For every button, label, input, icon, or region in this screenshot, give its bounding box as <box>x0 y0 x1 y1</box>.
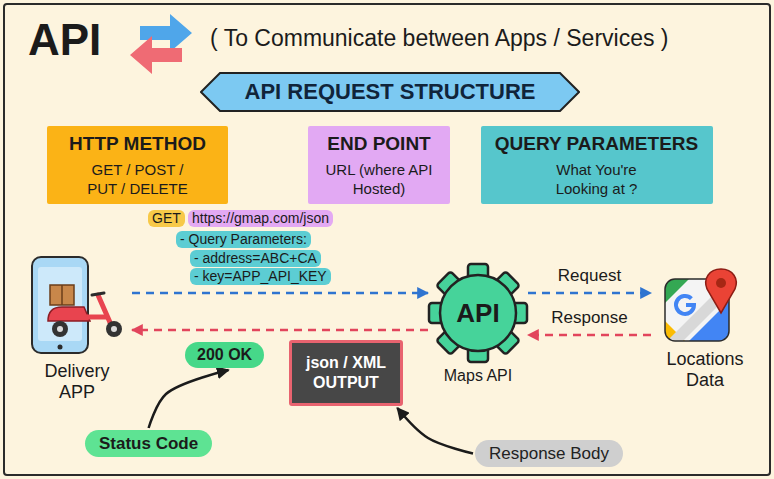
box-heading: HTTP METHOD <box>69 132 206 156</box>
callout-pill: Status Code <box>85 430 212 457</box>
section-banner: API REQUEST STRUCTURE <box>200 72 580 112</box>
callout-arrow <box>397 408 473 454</box>
client-app: Delivery APP <box>22 255 132 403</box>
query-param: - address=ABC+CA <box>190 250 321 267</box>
output-label: json / XML OUTPUT <box>300 353 392 393</box>
delivery-phone-icon <box>32 257 122 353</box>
dashed-flow-arrow <box>132 329 428 332</box>
box-body: What You're Looking at ? <box>539 160 654 198</box>
app-label: Delivery APP <box>32 361 122 403</box>
frame-border <box>4 4 770 475</box>
box-body: URL (where API Hosted) <box>323 160 435 198</box>
edge-label: Response <box>547 308 632 328</box>
query-param: - key=APP_API_KEY <box>190 268 331 285</box>
http-verb: GET <box>148 210 185 227</box>
callout-pill: Response Body <box>475 440 623 467</box>
service-name: Maps API <box>444 366 512 385</box>
data-source: Locations Data <box>651 263 759 391</box>
callout-text: Status Code <box>99 434 198 454</box>
edge-label: Request <box>554 266 625 286</box>
api-gear-icon <box>429 264 527 362</box>
diagram-title: API <box>28 14 101 66</box>
endpoint-url: https://gmap.com/json <box>188 210 333 227</box>
box-heading: QUERY PARAMETERS <box>495 132 698 156</box>
query-heading: - Query Parameters: <box>176 231 311 248</box>
dashed-flow-arrow <box>132 292 428 295</box>
callout-text: Response Body <box>489 444 609 464</box>
box-body: GET / POST / PUT / DELETE <box>75 160 200 198</box>
source-label: Locations Data <box>655 349 755 391</box>
status-pill: 200 OK <box>185 342 264 368</box>
maps-app-icon <box>665 269 736 341</box>
exchange-arrows-icon <box>130 14 192 74</box>
box-heading: END POINT <box>327 132 430 156</box>
subtitle: ( To Communicate between Apps / Services… <box>210 24 669 52</box>
dashed-flow-arrow <box>528 292 651 295</box>
callout-arrow <box>149 370 229 428</box>
banner-title: API REQUEST STRUCTURE <box>245 79 536 105</box>
status-value: 200 OK <box>197 345 252 365</box>
concept-box: HTTP METHOD GET / POST / PUT / DELETE <box>47 126 228 204</box>
output-box: json / XML OUTPUT <box>289 340 403 406</box>
gear-label: API <box>456 263 499 363</box>
dashed-flow-arrow <box>528 334 651 337</box>
api-gear: API Maps API <box>428 263 528 385</box>
concept-box: QUERY PARAMETERS What You're Looking at ? <box>481 126 713 204</box>
concept-box: END POINT URL (where API Hosted) <box>308 126 450 204</box>
banner-shape <box>201 73 579 111</box>
